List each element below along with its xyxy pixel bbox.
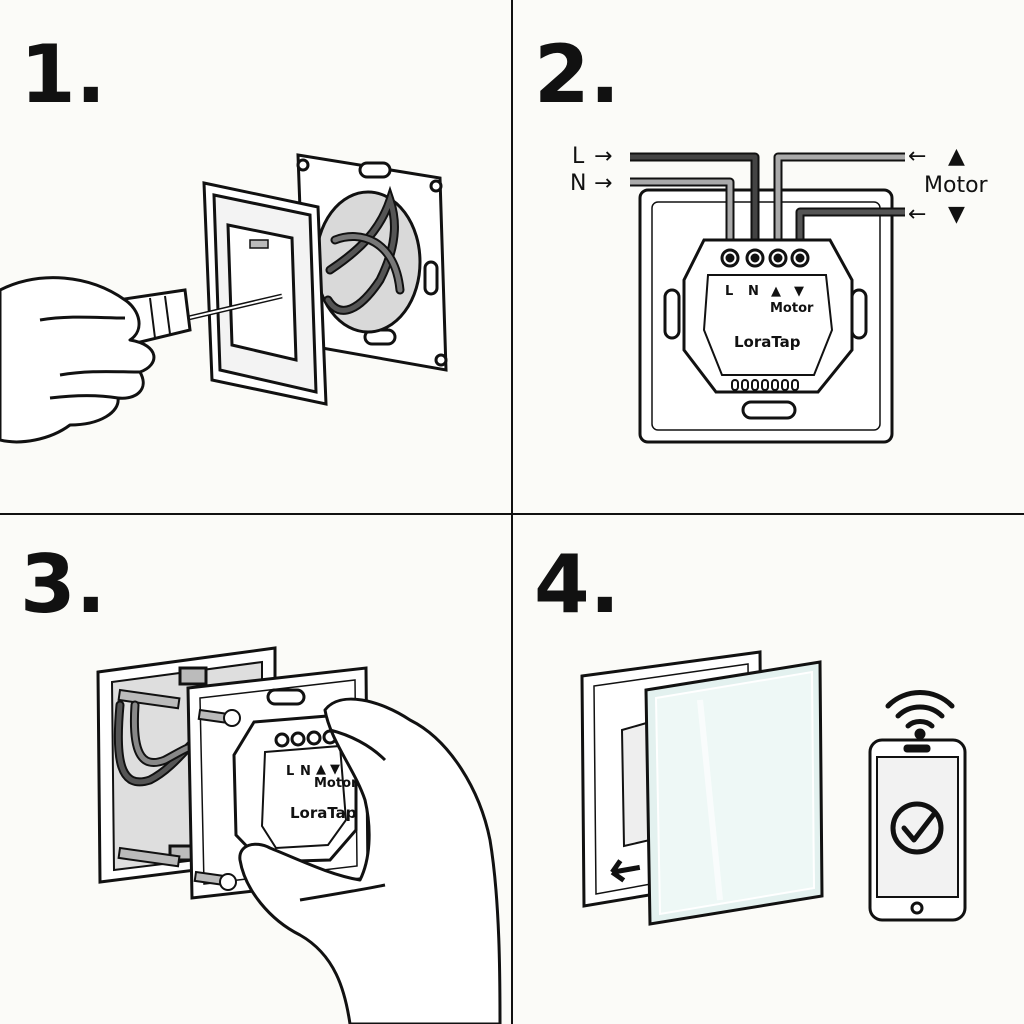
smart-module (682, 238, 854, 394)
step-1-number: 1. (20, 28, 106, 121)
module-3-brand: LoraTap (290, 804, 357, 822)
switch-cover-plate (202, 181, 328, 406)
mounting-screws (193, 708, 241, 891)
module-terminal-l: L (725, 284, 733, 299)
module-3-motor-label: Motor (314, 776, 358, 791)
neutral-label: N (570, 171, 586, 196)
step-3-number: 3. (20, 538, 106, 631)
arrow-left-icon (610, 859, 641, 883)
step-4-number: 4. (534, 538, 620, 631)
panel-step-4: 4. (534, 538, 967, 926)
panel-step-3: 3. (20, 538, 502, 1024)
motor-down-symbol: ▼ (948, 202, 965, 227)
hand-icon (0, 276, 156, 444)
checkmark-icon (890, 801, 944, 855)
neutral-arrow: → (594, 171, 612, 196)
wifi-icon (885, 690, 955, 740)
glass-cover-panel (644, 660, 824, 926)
smartphone-icon (868, 738, 967, 922)
live-arrow: → (594, 144, 612, 169)
module-3-terminal-n: N (300, 764, 311, 779)
motor-down-arrow: ← (908, 202, 926, 227)
module-3-terminal-l: L (286, 764, 294, 779)
module-terminal-n: N (748, 284, 759, 299)
motor-label: Motor (924, 173, 989, 198)
module-terminal-down: ▼ (794, 284, 804, 299)
step-2-number: 2. (534, 28, 620, 121)
module-brand: LoraTap (734, 333, 801, 351)
module-3-terminal-down: ▼ (330, 762, 340, 777)
motor-up-symbol: ▲ (948, 144, 965, 169)
box-screws (117, 688, 181, 868)
hand-icon (238, 697, 502, 1024)
panel-step-1: 1. (0, 28, 448, 444)
module-3-terminal-up: ▲ (316, 762, 326, 777)
motor-up-arrow: ← (908, 144, 926, 169)
smart-module-installed (232, 713, 358, 864)
live-label: L (572, 144, 585, 169)
wall-wires (323, 185, 405, 315)
connection-wires (630, 152, 905, 242)
module-terminal-up: ▲ (771, 284, 781, 299)
module-motor-label: Motor (770, 301, 814, 316)
panel-step-2: 2. L N → → ← ▲ Motor ← ▼ (534, 28, 989, 444)
